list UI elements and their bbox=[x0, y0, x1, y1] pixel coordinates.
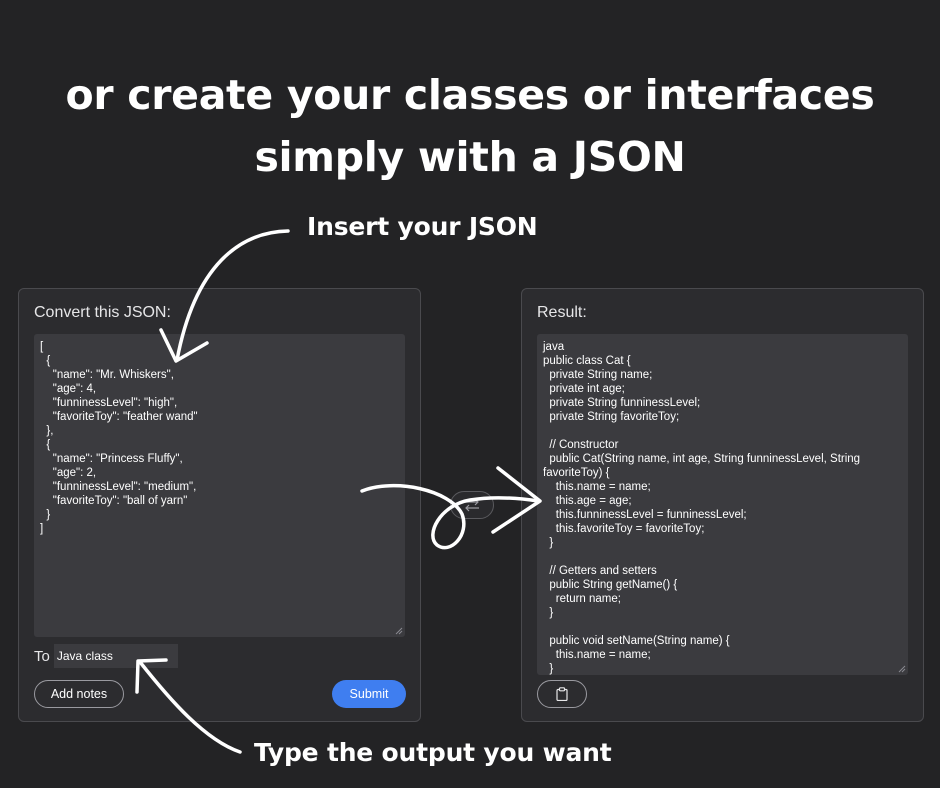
resize-grip-icon[interactable] bbox=[898, 665, 906, 673]
resize-grip-icon[interactable] bbox=[395, 627, 403, 635]
result-code-line: private String name; bbox=[543, 369, 653, 381]
headline-line-1: or create your classes or interfaces bbox=[65, 71, 875, 119]
headline: or create your classes or interfaces sim… bbox=[0, 64, 940, 188]
json-code-line: "age": 4, bbox=[40, 383, 97, 395]
result-code-line: private int age; bbox=[543, 383, 625, 395]
json-code-line: "age": 2, bbox=[40, 467, 97, 479]
result-code-line: public Cat(String name, int age, String … bbox=[543, 453, 861, 465]
result-code-line: this.age = age; bbox=[543, 495, 632, 507]
json-code-line: { bbox=[40, 439, 51, 451]
convert-panel-title: Convert this JSON: bbox=[34, 304, 171, 321]
convert-panel: Convert this JSON: [ { "name": "Mr. Whis… bbox=[18, 288, 421, 722]
target-language-input[interactable] bbox=[53, 644, 178, 668]
annotation-type-output: Type the output you want bbox=[254, 738, 612, 767]
json-code-line: }, bbox=[40, 425, 54, 437]
result-panel-title: Result: bbox=[537, 304, 587, 321]
json-input-textarea[interactable]: [ { "name": "Mr. Whiskers", "age": 4, "f… bbox=[34, 334, 405, 637]
result-code-line: return name; bbox=[543, 593, 621, 605]
submit-button[interactable]: Submit bbox=[332, 680, 406, 708]
json-code-line: { bbox=[40, 355, 51, 367]
add-notes-button[interactable]: Add notes bbox=[34, 680, 124, 708]
json-code-line: "funninessLevel": "high", bbox=[40, 397, 178, 409]
target-row: To bbox=[34, 644, 178, 668]
result-code-line: // Constructor bbox=[543, 439, 619, 451]
json-code-line: [ bbox=[40, 341, 44, 353]
result-panel: Result: java public class Cat { private S… bbox=[521, 288, 924, 722]
result-code-line bbox=[543, 550, 902, 564]
result-code-line: private String favoriteToy; bbox=[543, 411, 680, 423]
json-code-line: ] bbox=[40, 523, 44, 535]
result-code-line: } bbox=[543, 537, 554, 549]
result-code-line: // Getters and setters bbox=[543, 565, 657, 577]
result-code-line: public class Cat { bbox=[543, 355, 631, 367]
result-output-textarea[interactable]: java public class Cat { private String na… bbox=[537, 334, 908, 675]
result-code-line: } bbox=[543, 607, 554, 619]
result-code-line bbox=[543, 620, 902, 634]
json-code-line: "favoriteToy": "ball of yarn" bbox=[40, 495, 188, 507]
to-label: To bbox=[34, 647, 50, 665]
result-code-line: public void setName(String name) { bbox=[543, 635, 730, 647]
swap-arrows-icon bbox=[465, 498, 479, 512]
result-code-line: this.name = name; bbox=[543, 649, 651, 661]
copy-button[interactable] bbox=[537, 680, 587, 708]
annotation-insert-json: Insert your JSON bbox=[307, 212, 538, 241]
result-code-line: public String getName() { bbox=[543, 579, 678, 591]
result-code-line: java bbox=[543, 341, 565, 353]
json-code-line: "favoriteToy": "feather wand" bbox=[40, 411, 198, 423]
result-code-line bbox=[543, 424, 902, 438]
json-code-line: } bbox=[40, 509, 51, 521]
json-code-line: "funninessLevel": "medium", bbox=[40, 481, 197, 493]
json-code-line: "name": "Princess Fluffy", bbox=[40, 453, 183, 465]
result-code-line: favoriteToy) { bbox=[543, 467, 610, 479]
swap-button[interactable] bbox=[450, 491, 494, 519]
clipboard-icon bbox=[556, 687, 568, 701]
result-code-line: private String funninessLevel; bbox=[543, 397, 701, 409]
result-code-line: this.favoriteToy = favoriteToy; bbox=[543, 523, 705, 535]
result-code-line: this.name = name; bbox=[543, 481, 651, 493]
headline-line-2: simply with a JSON bbox=[254, 133, 686, 181]
json-code-line: "name": "Mr. Whiskers", bbox=[40, 369, 174, 381]
result-code-line: } bbox=[543, 663, 554, 675]
result-code-line: this.funninessLevel = funninessLevel; bbox=[543, 509, 747, 521]
